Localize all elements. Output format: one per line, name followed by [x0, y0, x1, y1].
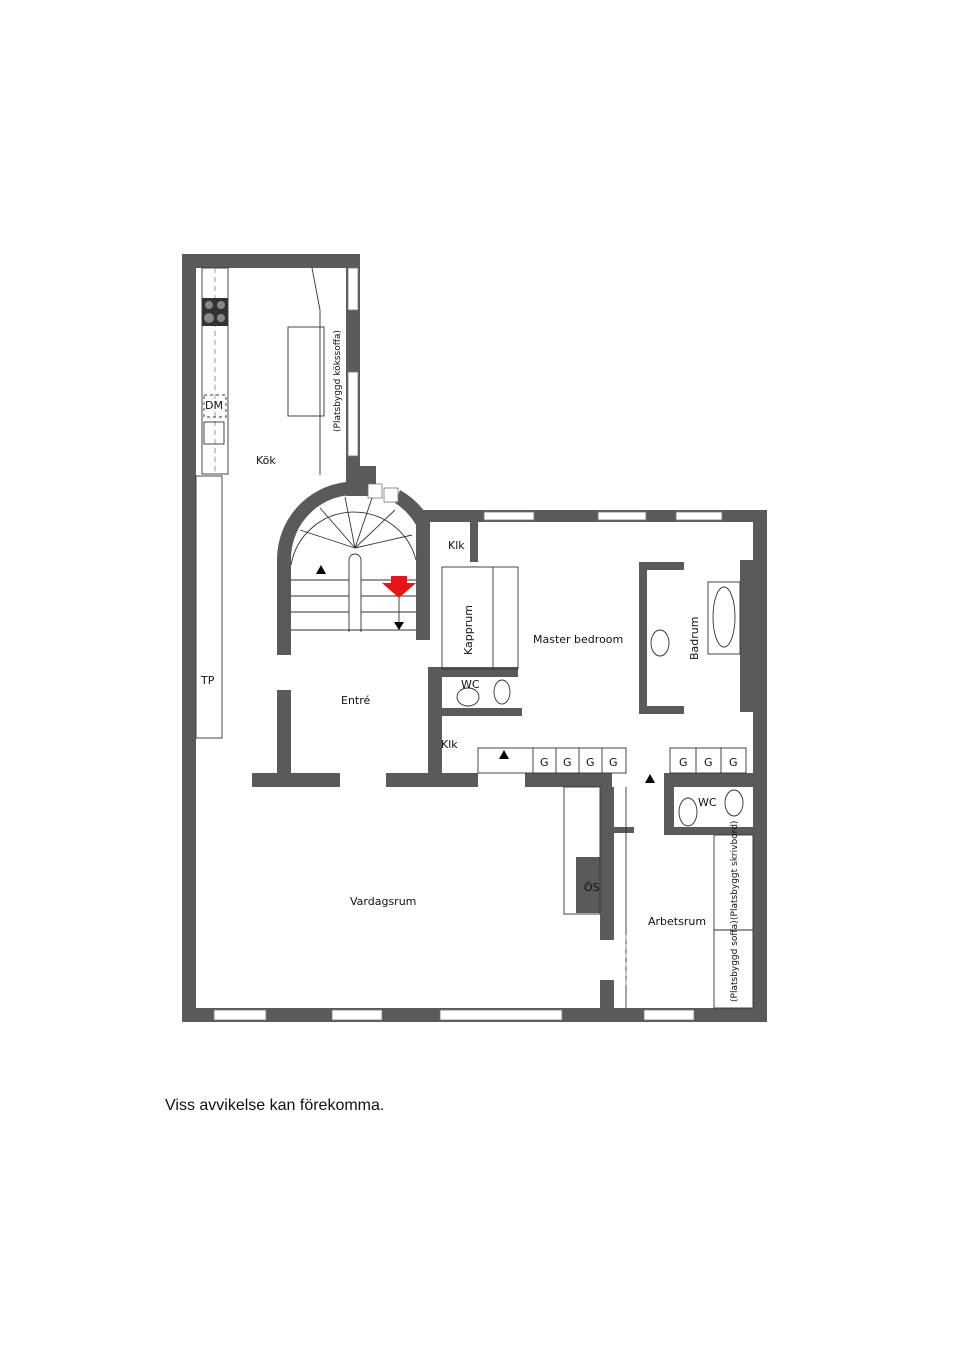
label-g: G [704, 756, 713, 769]
label-entre: Entré [341, 694, 371, 707]
label-badrum: Badrum [688, 617, 701, 660]
staircase [290, 496, 417, 632]
label-wc-2: WC [698, 796, 717, 809]
label-dm: DM [205, 399, 223, 412]
label-kok: Kök [256, 454, 276, 467]
label-os: ÖS [584, 881, 600, 894]
label-kapprum: Kapprum [462, 605, 475, 655]
label-wc-1: WC [461, 678, 480, 691]
label-vardagsrum: Vardagsrum [350, 895, 416, 908]
fixtures [203, 394, 754, 1009]
label-g: G [679, 756, 688, 769]
label-master-bedroom: Master bedroom [533, 633, 623, 646]
label-tp: TP [200, 674, 215, 687]
label-klk-1: Klk [448, 539, 465, 552]
label-g: G [540, 756, 549, 769]
room-labels: Kök (Platsbyggd kökssoffa) DM TP Entré K… [200, 330, 740, 1002]
windows [213, 267, 723, 1021]
label-soffa: (Platsbyggd soffa) [730, 920, 740, 1002]
entry-arrow-icon [382, 576, 416, 598]
label-kokssoffa: (Platsbyggd kökssoffa) [333, 330, 343, 432]
label-g: G [609, 756, 618, 769]
label-skrivbord: (Platsbyggt skrivbord) [730, 821, 740, 920]
label-g: G [729, 756, 738, 769]
label-g: G [586, 756, 595, 769]
label-g: G [563, 756, 572, 769]
disclaimer-text: Viss avvikelse kan förekomma. [165, 1097, 385, 1114]
label-arbetsrum: Arbetsrum [648, 915, 706, 928]
label-klk-2: Klk [441, 738, 458, 751]
kitchen-counter [195, 267, 325, 739]
